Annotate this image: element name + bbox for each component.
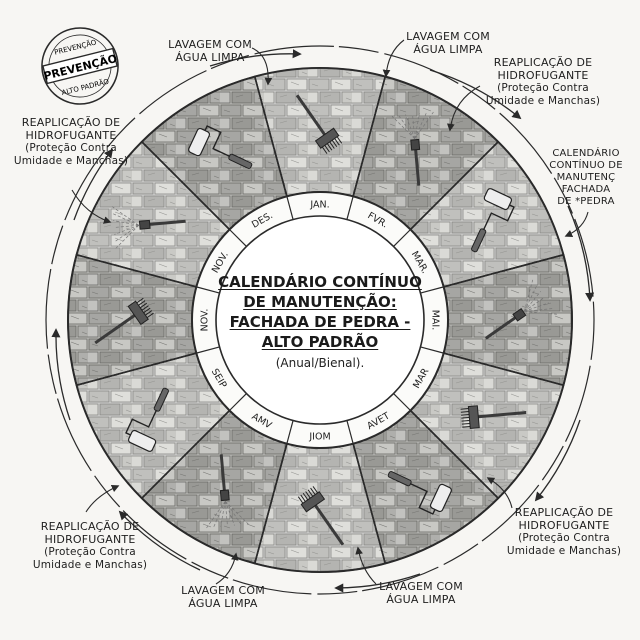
month-divider xyxy=(393,229,411,247)
month-divider xyxy=(286,420,294,444)
note-line: CONTÍNUO DE xyxy=(549,160,623,171)
note-line: FACHADA xyxy=(561,184,611,195)
note-line: HIDROFUGANTE xyxy=(44,533,136,546)
note-sub: (Proteção Contra Umidade e Manchas) xyxy=(13,142,129,167)
spray-nozzle-icon xyxy=(484,279,557,340)
brush-icon xyxy=(460,405,527,429)
paint-roller-icon xyxy=(471,188,515,253)
month-divider xyxy=(196,346,220,354)
center-title-line-3: FACHADA DE PEDRA - xyxy=(229,313,411,331)
outer-ring xyxy=(45,45,595,595)
spray-nozzle-icon xyxy=(111,206,186,249)
month-divider xyxy=(196,286,220,294)
month-divider xyxy=(229,393,247,411)
center-title-line-4: ALTO PADRÃO xyxy=(261,333,379,351)
brush-icon xyxy=(94,297,154,345)
month-divider xyxy=(346,420,354,444)
center-title-line-2: DE MANUTENÇÃO: xyxy=(243,293,397,311)
month-divider xyxy=(346,196,354,220)
stamp-bottom: ALTO PADRÃO xyxy=(61,77,111,98)
note-line: HIDROFUGANTE xyxy=(497,69,589,82)
paint-roller-icon xyxy=(125,387,169,452)
spray-nozzle-icon xyxy=(391,111,434,186)
note-line: REAPLICAÇÃO DE xyxy=(40,520,140,533)
center-title: CALENDÁRIO CONTÍNUO DE MANUTENÇÃO: FACHA… xyxy=(210,272,430,352)
note-right-calendar: CALENDÁRIO CONTÍNUO DE MANUTENÇ FACHADA … xyxy=(540,148,632,208)
note-line: HIDROFUGANTE xyxy=(25,129,117,142)
note-top-left-wash: LAVAGEM COM ÁGUA LIMPA xyxy=(160,38,260,64)
note-line: REAPLICAÇÃO DE xyxy=(21,116,121,129)
brush-icon xyxy=(297,486,345,546)
cycle-arrows xyxy=(51,49,595,593)
note-line: ÁGUA LIMPA xyxy=(175,51,245,64)
center-title-line-1: CALENDÁRIO CONTÍNUO xyxy=(218,273,422,291)
note-sub: (Proteção Contra Umidade e Manchas) xyxy=(485,82,601,107)
note-bottom-right-wash: LAVAGEM COM ÁGUA LIMPA xyxy=(366,580,476,606)
note-line: LAVAGEM COM xyxy=(406,30,490,43)
note-line: HIDROFUGANTE xyxy=(518,519,610,532)
note-line: CALENDÁRIO xyxy=(552,148,620,159)
month-label: MAI. xyxy=(430,310,441,331)
note-top-right-wash: LAVAGEM COM ÁGUA LIMPA xyxy=(398,30,498,56)
month-label: JAN. xyxy=(309,200,329,211)
note-line: LAVAGEM COM xyxy=(168,38,252,51)
note-line: MANUTENÇ xyxy=(556,172,616,183)
note-line: ÁGUA LIMPA xyxy=(413,43,483,56)
month-label: NOV. xyxy=(200,309,211,332)
note-top-right-reapply: REAPLICAÇÃO DE HIDROFUGANTE (Proteção Co… xyxy=(478,56,608,108)
note-sub: (Proteção Contra Umidade e Manchas) xyxy=(506,532,622,557)
inner-circle xyxy=(215,215,425,425)
note-line: LAVAGEM COM xyxy=(181,584,265,597)
note-line: DE *PEDRA xyxy=(557,196,615,207)
month-divider xyxy=(229,229,247,247)
center-subtitle: (Anual/Bienal). xyxy=(275,356,365,370)
segment-group xyxy=(67,67,573,573)
note-sub: (Proteção Contra Umidade e Manchas) xyxy=(32,546,148,571)
note-line: ÁGUA LIMPA xyxy=(188,597,258,610)
spray-nozzle-icon xyxy=(206,454,249,529)
callout-arrows xyxy=(71,39,589,585)
note-line: REAPLICAÇÃO DE xyxy=(514,506,614,519)
month-label: JIOM xyxy=(308,432,330,443)
brush-icon xyxy=(295,94,343,154)
paint-roller-icon xyxy=(188,125,253,169)
note-line: REAPLICAÇÃO DE xyxy=(493,56,593,69)
month-divider xyxy=(286,196,294,220)
month-divider xyxy=(420,346,444,354)
note-line: LAVAGEM COM xyxy=(379,580,463,593)
note-bottom-left-reapply: REAPLICAÇÃO DE HIDROFUGANTE (Proteção Co… xyxy=(20,520,160,572)
note-bottom-right-reapply: REAPLICAÇÃO DE HIDROFUGANTE (Proteção Co… xyxy=(494,506,634,558)
paint-roller-icon xyxy=(387,471,452,515)
month-divider xyxy=(393,393,411,411)
note-line: ÁGUA LIMPA xyxy=(386,593,456,606)
note-left-reapply: REAPLICAÇÃO DE HIDROFUGANTE (Proteção Co… xyxy=(6,116,136,168)
prevencao-stamp: PREVENÇÃO PREVENÇÃO ALTO PADRÃO xyxy=(41,27,119,105)
month-divider xyxy=(420,286,444,294)
note-bottom-left-wash: LAVAGEM COM ÁGUA LIMPA xyxy=(168,584,278,610)
